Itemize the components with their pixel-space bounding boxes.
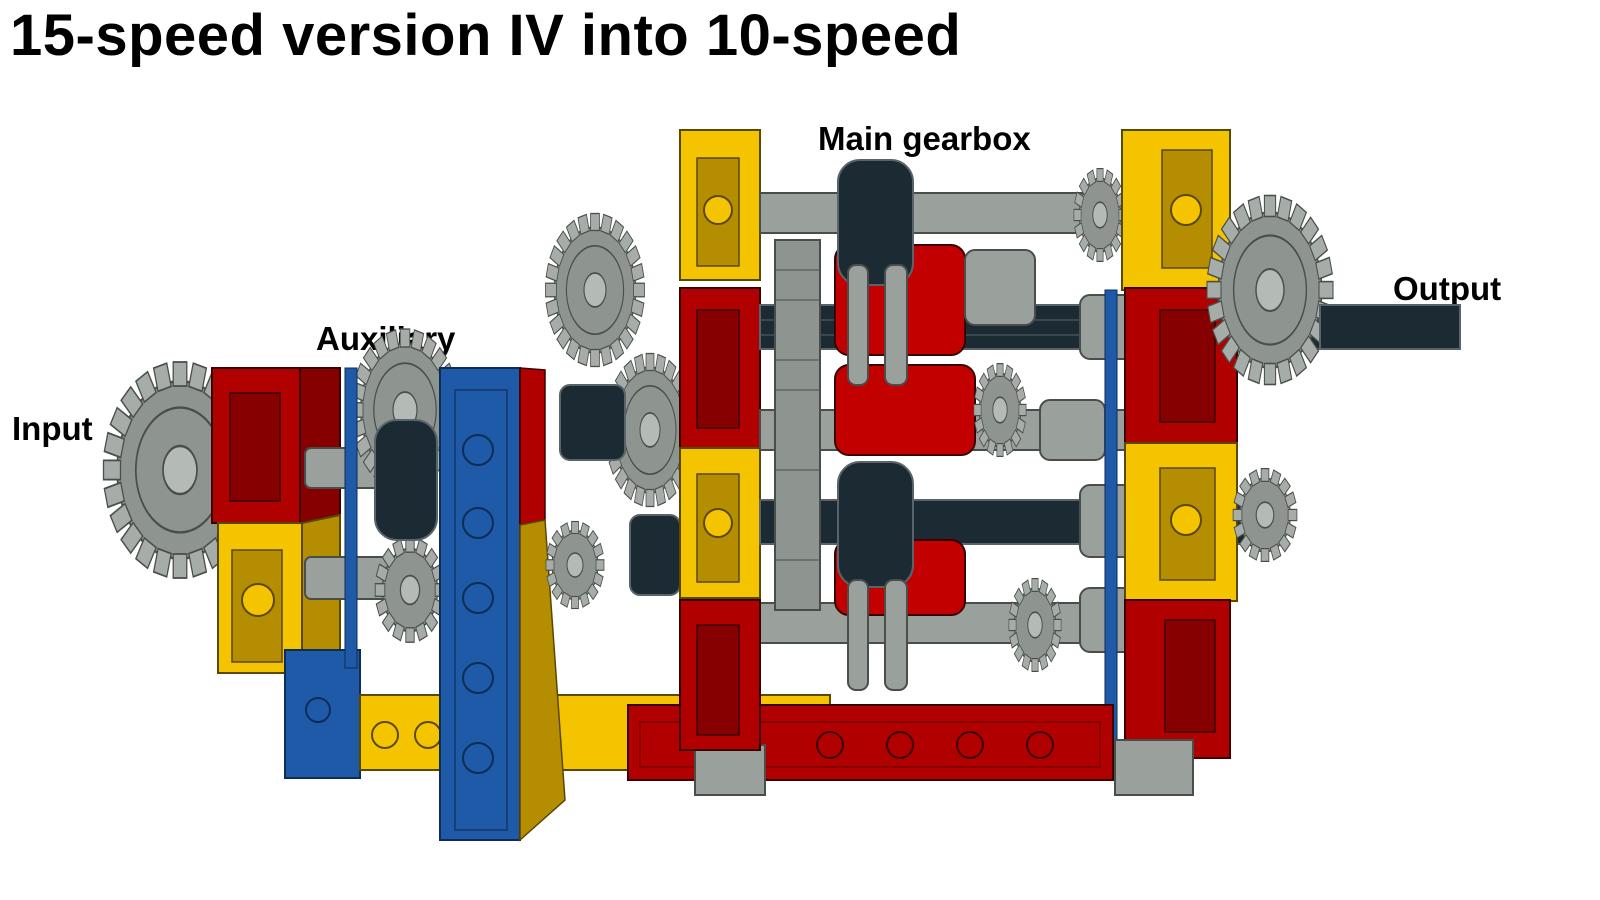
main-right-frame [1121,129,1238,759]
gear-low-right-icon [1008,577,1062,673]
output-label: Output [1393,270,1502,307]
aux-black-gear-icon [374,419,438,541]
idler-gear-bottom-icon [545,520,605,610]
blue-beam-center [439,367,566,842]
output-axle [1319,304,1461,350]
diagram-title: 15-speed version IV into 10-speed [10,3,962,68]
gear-mid-right-icon [973,362,1027,458]
output-gear-top-icon [1205,194,1335,386]
output-gear-bottom-icon [1232,467,1298,563]
input-beam-red [211,367,341,525]
main-gearbox-label: Main gearbox [818,120,1031,157]
clutch-gear-bottom-icon [837,461,914,588]
idler-gear-top-icon [544,212,646,368]
clutch-gear-top-icon [837,159,914,286]
main-shaft-1 [759,192,1101,234]
input-beam-yellow [217,513,341,675]
bevel-gear-top-right-icon [1073,167,1127,263]
aux-gear-bottom-icon [374,536,446,644]
input-label: Input [12,410,93,447]
